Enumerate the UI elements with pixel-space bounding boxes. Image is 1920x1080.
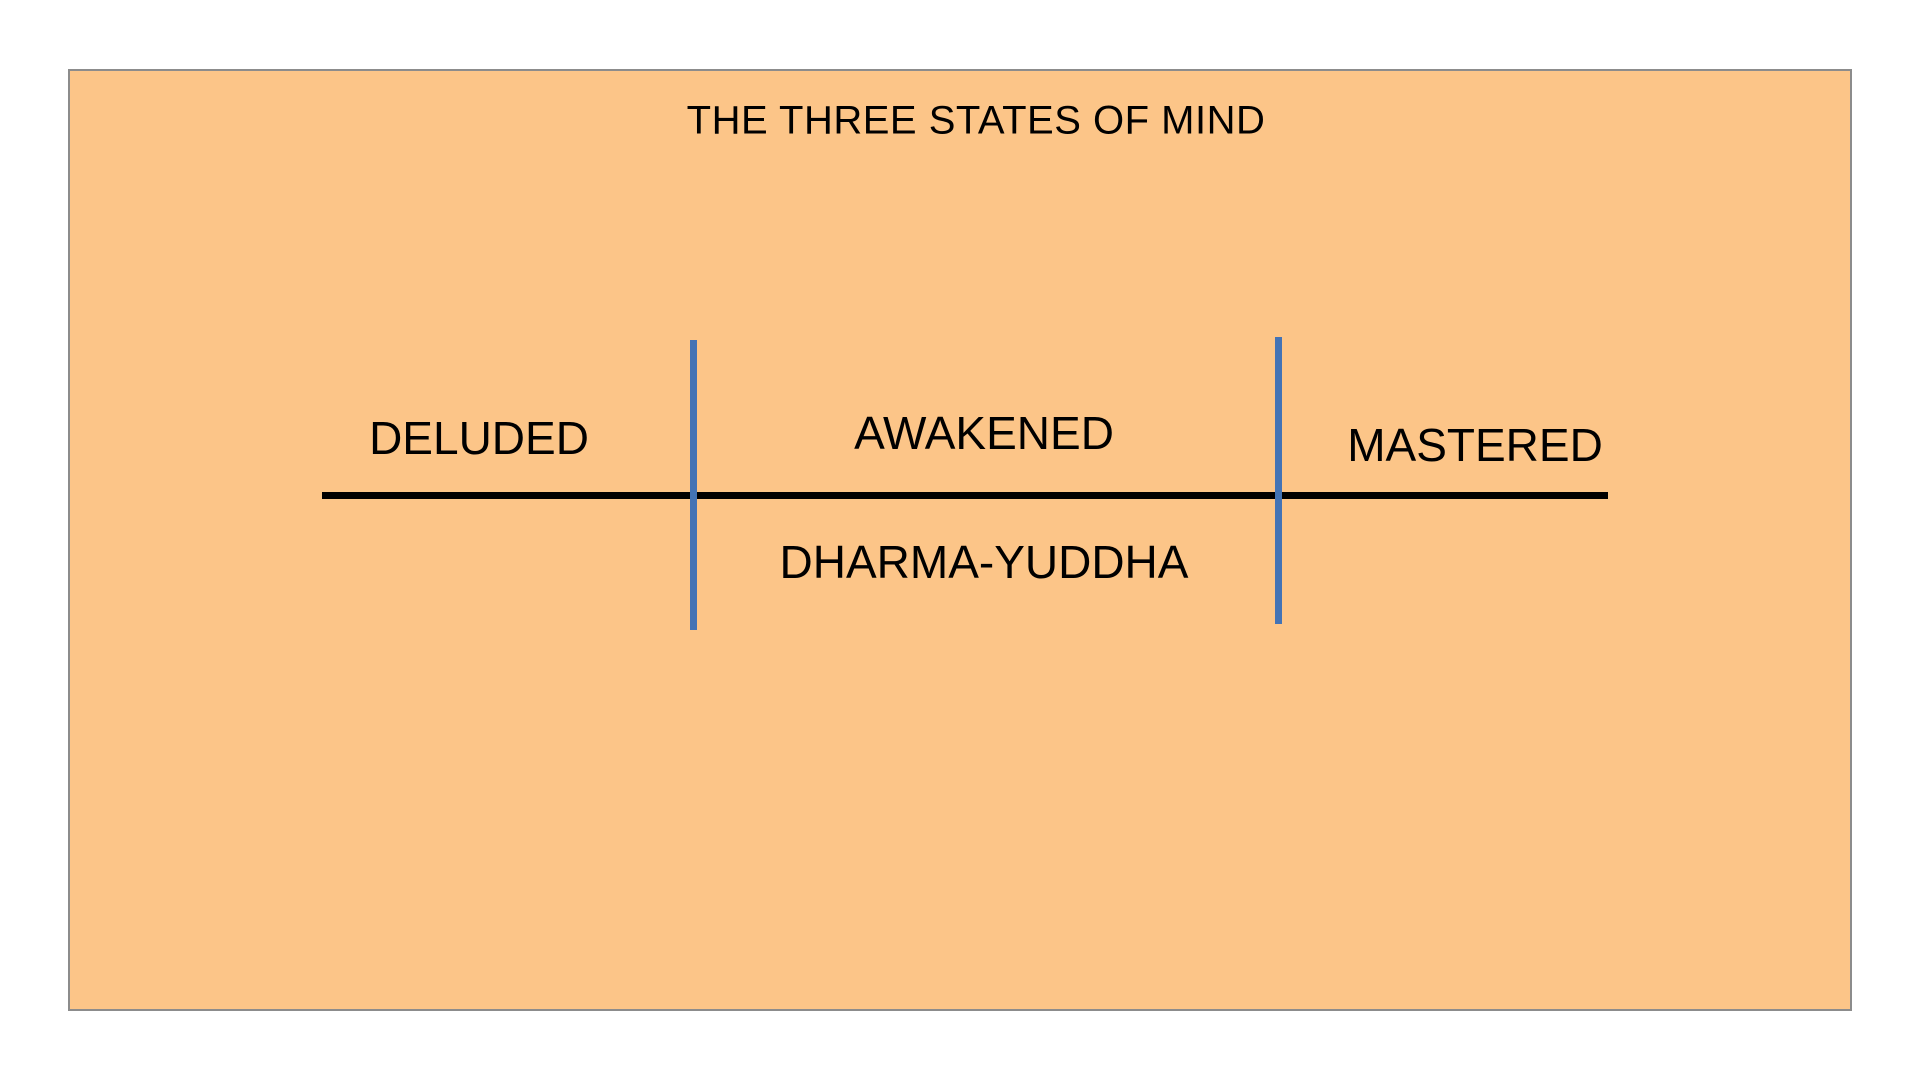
diagram-panel: THE THREE STATES OF MIND DELUDED AWAKENE… (68, 69, 1852, 1011)
label-dharma-yuddha: DHARMA-YUDDHA (779, 536, 1189, 588)
mind-states-axis-line (322, 492, 1608, 499)
label-deluded: DELUDED (369, 412, 589, 464)
divider-line-right (1275, 337, 1282, 624)
divider-line-left (690, 340, 697, 630)
diagram-title: THE THREE STATES OF MIND (686, 98, 1266, 143)
label-awakened: AWAKENED (854, 407, 1114, 459)
label-mastered: MASTERED (1347, 419, 1603, 471)
